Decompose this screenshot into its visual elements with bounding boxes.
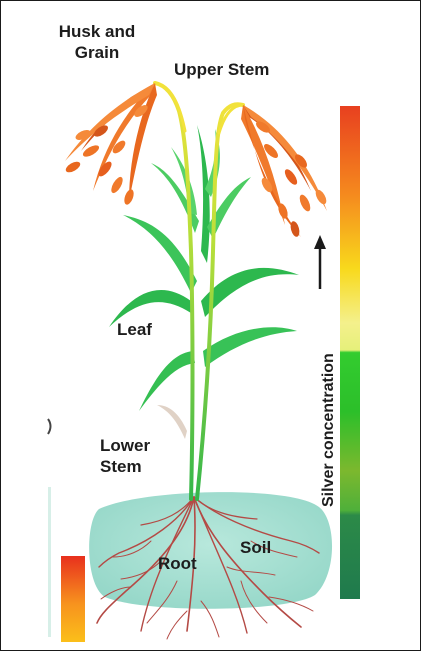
left-grain-panicle (64, 83, 157, 206)
label-upper-stem: Upper Stem (174, 59, 269, 80)
label-lower-stem: Lower Stem (100, 435, 150, 478)
label-husk-line2: Grain (47, 42, 147, 63)
left-faint-strip (48, 487, 51, 637)
dry-leaf (157, 405, 187, 439)
label-lower-line2: Stem (100, 456, 150, 477)
label-soil: Soil (240, 537, 271, 558)
arrow-up-icon (314, 235, 326, 289)
right-grain-panicle (241, 105, 328, 238)
cropped-edge-mark (48, 419, 51, 434)
label-husk-line1: Husk and (47, 21, 147, 42)
label-lower-line1: Lower (100, 435, 150, 456)
label-root: Root (158, 553, 197, 574)
concentration-scale-bar (340, 106, 360, 599)
label-leaf: Leaf (117, 319, 152, 340)
mini-scale-bar (61, 556, 85, 642)
label-husk-and-grain: Husk and Grain (47, 21, 147, 64)
label-silver-concentration: Silver concentration (319, 353, 339, 507)
